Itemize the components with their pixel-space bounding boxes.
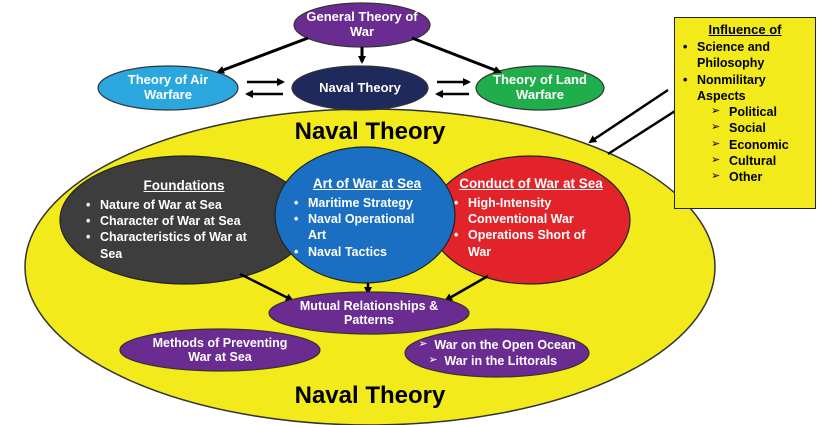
conduct-item: Operations Short of War xyxy=(452,227,588,260)
main-title-top: Naval Theory xyxy=(294,118,446,145)
art-content: Art of War at Sea Maritime Strategy Nava… xyxy=(292,172,442,264)
mutual-relationships-label: Mutual Relationships & Patterns xyxy=(299,298,439,327)
land-warfare-node xyxy=(475,65,605,111)
foundations-item: Nature of War at Sea xyxy=(84,197,250,214)
war-ocean-list: War on the Open Ocean War in the Littora… xyxy=(418,337,575,370)
air-warfare-node xyxy=(97,65,239,111)
war-ocean-item: War on the Open Ocean xyxy=(418,337,575,353)
war-ocean-content: War on the Open Ocean War in the Littora… xyxy=(415,333,579,373)
influence-sub-item: Political xyxy=(711,104,809,120)
naval-theory-node xyxy=(291,65,429,111)
naval-theory-top-label: Naval Theory xyxy=(319,79,401,95)
methods-node xyxy=(119,328,321,372)
conduct-content: Conduct of War at Sea High-Intensity Con… xyxy=(452,172,610,264)
art-item: Naval Operational Art xyxy=(292,211,428,244)
foundations-item: Characteristics of War at Sea xyxy=(84,229,250,262)
arrow-conduct-to-mutual xyxy=(444,274,489,302)
foundations-list: Nature of War at Sea Character of War at… xyxy=(84,197,250,262)
arrow-general-to-land xyxy=(411,36,502,74)
land-warfare-label: Theory of Land Warfare xyxy=(493,72,587,102)
arrow-theory-to-influence xyxy=(607,102,688,156)
influence-box: Influence of Science and Philosophy Nonm… xyxy=(674,17,816,209)
conduct-item: High-Intensity Conventional War xyxy=(452,195,598,228)
influence-sub-item: Social xyxy=(711,120,809,136)
influence-sub-list: Political Social Economic Cultural Other xyxy=(711,104,809,185)
methods-label: Methods of Preventing War at Sea xyxy=(152,335,288,364)
foundations-content: Foundations Nature of War at Sea Charact… xyxy=(84,172,284,268)
foundations-heading: Foundations xyxy=(143,178,225,194)
art-item: Maritime Strategy xyxy=(292,195,428,212)
influence-sub-item: Other xyxy=(711,169,809,185)
influence-sub-item: Cultural xyxy=(711,153,809,169)
war-ocean-item: War in the Littorals xyxy=(428,353,575,369)
influence-sub-item: Economic xyxy=(711,137,809,153)
mutual-relationships-node xyxy=(268,291,470,335)
air-warfare-label: Theory of Air Warfare xyxy=(127,72,209,102)
arrow-general-to-air xyxy=(216,36,309,74)
influence-list: Science and Philosophy Nonmilitary Aspec… xyxy=(681,39,809,104)
influence-item: Nonmilitary Aspects xyxy=(681,72,797,105)
foundations-item: Character of War at Sea xyxy=(84,213,250,230)
conduct-list: High-Intensity Conventional War Operatio… xyxy=(452,195,598,260)
general-theory-label: General Theory of War xyxy=(306,9,418,39)
influence-title: Influence of xyxy=(708,22,782,37)
influence-item: Science and Philosophy xyxy=(681,39,809,72)
conduct-heading: Conduct of War at Sea xyxy=(459,176,603,192)
art-list: Maritime Strategy Naval Operational Art … xyxy=(292,195,428,260)
art-item: Naval Tactics xyxy=(292,244,428,261)
arrow-influence-to-theory xyxy=(588,88,669,144)
main-title-bottom: Naval Theory xyxy=(294,382,446,409)
art-heading: Art of War at Sea xyxy=(312,176,422,192)
arrow-foundations-to-mutual xyxy=(239,272,294,302)
